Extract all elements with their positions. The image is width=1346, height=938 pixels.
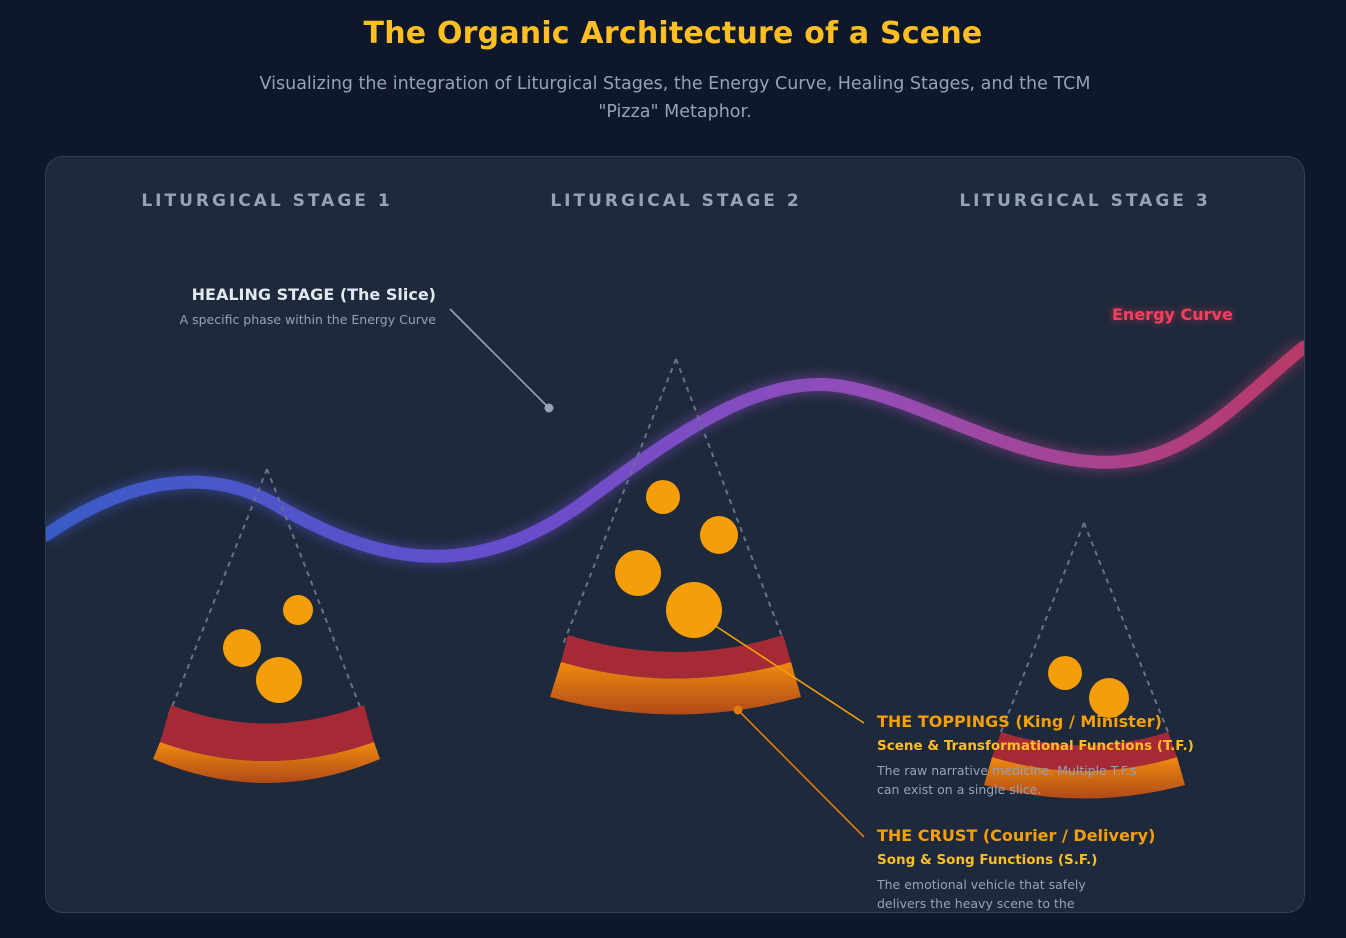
page-subtitle: Visualizing the integration of Liturgica… bbox=[259, 74, 1091, 122]
topping bbox=[700, 516, 738, 554]
topping bbox=[256, 657, 302, 703]
energy-curve-glow bbox=[46, 340, 1304, 566]
topping bbox=[1089, 678, 1129, 718]
pizza-slice-2 bbox=[550, 358, 801, 715]
topping bbox=[283, 595, 313, 625]
stage-label-2: LITURGICAL STAGE 2 bbox=[550, 191, 802, 211]
crust-pointer-line bbox=[737, 709, 865, 838]
topping bbox=[1048, 656, 1082, 690]
crust-pointer-dot bbox=[733, 705, 743, 715]
slice-1-sauce bbox=[160, 705, 374, 761]
slice-2-sauce bbox=[561, 635, 791, 679]
toppings-description: The raw narrative medicine. Multiple T.F… bbox=[877, 763, 1137, 797]
crust-description: The emotional vehicle that safely delive… bbox=[877, 877, 1086, 911]
topping bbox=[615, 550, 661, 596]
slice-3-crust bbox=[984, 757, 1185, 799]
topping bbox=[666, 582, 722, 638]
stage-label-3: LITURGICAL STAGE 3 bbox=[959, 191, 1211, 211]
stage-label-1: LITURGICAL STAGE 1 bbox=[141, 191, 393, 211]
diagram-canvas bbox=[46, 308, 1304, 838]
diagram-panel: LITURGICAL STAGE 1 LITURGICAL STAGE 2 LI… bbox=[45, 156, 1305, 913]
healing-pointer-line bbox=[449, 308, 550, 409]
topping bbox=[646, 480, 680, 514]
pizza-slice-3 bbox=[984, 522, 1185, 799]
energy-curve-label: Energy Curve bbox=[1112, 305, 1233, 324]
slice-2-crust bbox=[550, 662, 801, 715]
healing-pointer-dot bbox=[544, 403, 554, 413]
toppings-pointer-line bbox=[713, 624, 865, 724]
slice-1-crust bbox=[153, 742, 380, 783]
healing-stage-title: HEALING STAGE (The Slice) bbox=[191, 285, 436, 304]
healing-stage-description: A specific phase within the Energy Curve bbox=[179, 312, 436, 327]
toppings-subtitle: Scene & Transformational Functions (T.F.… bbox=[877, 738, 1194, 754]
slice-3-sauce bbox=[992, 732, 1177, 771]
crust-callout: THE CRUST (Courier / Delivery) Song & So… bbox=[877, 826, 1156, 912]
energy-curve bbox=[46, 340, 1304, 563]
crust-subtitle: Song & Song Functions (S.F.) bbox=[877, 852, 1098, 868]
crust-title: THE CRUST (Courier / Delivery) bbox=[877, 826, 1156, 845]
page-title: The Organic Architecture of a Scene bbox=[363, 16, 983, 51]
pizza-slice-1 bbox=[153, 468, 380, 783]
toppings-title: THE TOPPINGS (King / Minister) bbox=[877, 712, 1162, 731]
toppings-callout: THE TOPPINGS (King / Minister) Scene & T… bbox=[877, 712, 1194, 799]
healing-stage-callout: HEALING STAGE (The Slice) A specific pha… bbox=[146, 285, 436, 329]
topping bbox=[223, 629, 261, 667]
